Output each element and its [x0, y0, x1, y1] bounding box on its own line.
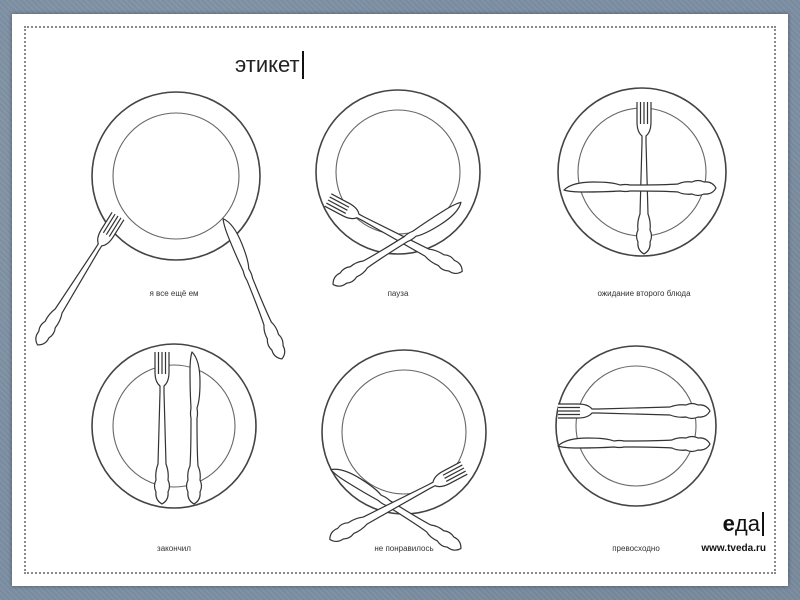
plate-excellent-drawing [555, 345, 717, 507]
fork-icon [635, 101, 653, 255]
brand-first-letter: е [722, 511, 735, 536]
plate-caption: пауза [387, 289, 409, 298]
plate-caption: не понравилось [374, 544, 434, 553]
plate-still-eating-drawing [30, 91, 290, 363]
brand-rest: да [734, 511, 760, 536]
plate-caption: ожидание второго блюда [597, 289, 691, 298]
dotted-frame [24, 26, 776, 574]
plate-caption: я все ещё ем [149, 289, 199, 298]
plate-waiting-drawing [557, 87, 727, 257]
etiquette-sheet: этикет я все ещё ем пауза [12, 14, 788, 586]
plate-disliked-drawing [321, 349, 487, 556]
text-cursor-icon [301, 51, 304, 79]
fork-icon [153, 351, 171, 505]
fork-icon [557, 402, 711, 420]
plate-caption: закончил [157, 544, 191, 553]
knife-icon [185, 351, 203, 505]
brand-logo: е да [723, 511, 764, 537]
plate-caption: превосходно [612, 544, 660, 553]
title-block: этикет [235, 48, 304, 82]
site-url: www.tveda.ru [701, 543, 766, 554]
plate-finished-drawing [91, 343, 257, 509]
brand-cursor-icon [762, 512, 764, 536]
plate-pause-drawing [315, 89, 481, 292]
page-title: этикет [235, 52, 300, 77]
